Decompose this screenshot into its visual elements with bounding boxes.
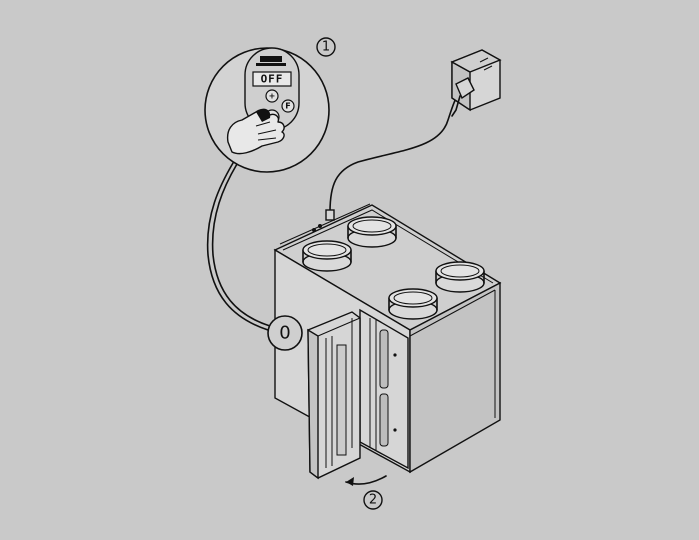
- plus-label: +: [269, 92, 276, 101]
- controller-cable: [206, 162, 269, 331]
- duct-collar-4: [435, 261, 485, 293]
- hand-pressing-icon: [226, 108, 285, 155]
- top-connector: [325, 209, 335, 221]
- step-2-marker: 2: [363, 490, 383, 510]
- f-label: F: [285, 102, 290, 111]
- step-1-label: 1: [322, 40, 330, 55]
- power-plug-icon: [450, 49, 502, 117]
- controller-port: 0: [267, 315, 303, 351]
- f-button[interactable]: [281, 99, 295, 113]
- display-text: OFF: [261, 73, 284, 86]
- unit-right-side: [409, 281, 501, 474]
- step-1-marker: 1: [316, 37, 336, 57]
- step-2-label: 2: [369, 493, 377, 508]
- controller-display: [252, 71, 292, 87]
- door-open-arrow-icon: [345, 475, 387, 486]
- duct-collar-2: [347, 216, 397, 248]
- power-cable: [329, 91, 461, 213]
- controller-cable-inner: [211, 163, 271, 327]
- inner-panel: [359, 308, 409, 470]
- duct-collar-1: [302, 240, 352, 272]
- port-label: 0: [279, 323, 290, 344]
- duct-collar-3: [388, 288, 438, 320]
- front-door-open: [307, 311, 361, 480]
- plus-button[interactable]: [265, 89, 279, 103]
